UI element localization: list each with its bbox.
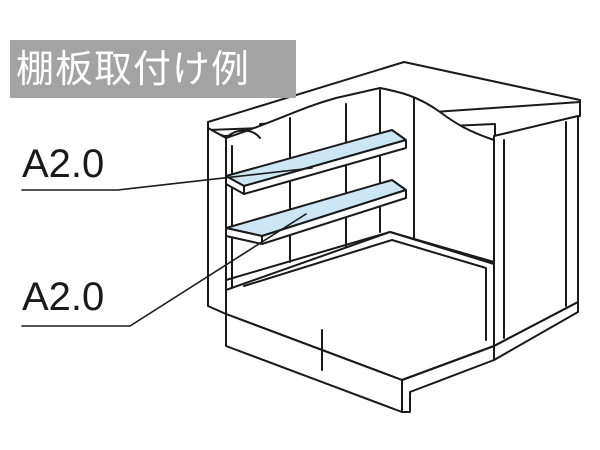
leader-lines (21, 167, 313, 327)
title-banner (10, 40, 296, 98)
floor-base (225, 313, 495, 413)
shelf-lower (225, 179, 407, 245)
leader-line-upper (21, 167, 313, 191)
diagram-title: 棚板取付け例 (16, 47, 251, 91)
leader-line-lower (21, 213, 307, 327)
right-wall (493, 115, 579, 361)
callout-label-lower-shelf: A2.0 (22, 275, 105, 319)
callout-label-upper-shelf: A2.0 (22, 142, 105, 186)
